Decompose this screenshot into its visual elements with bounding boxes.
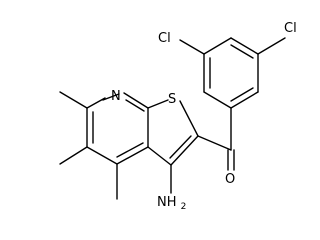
atom-o: O bbox=[225, 172, 235, 187]
atom-cl-top: Cl bbox=[284, 21, 297, 36]
chemical-structure: N S O Cl Cl NH 2 bbox=[59, 21, 297, 212]
bond-ar4-ar5-inner bbox=[230, 44, 254, 59]
bond-ar2-cl bbox=[179, 39, 205, 55]
bond-c2-c3-inner bbox=[169, 135, 192, 159]
bond-ar6-ar1 bbox=[230, 91, 259, 109]
atom-n: N bbox=[111, 89, 121, 104]
bond-c2-c3 bbox=[170, 135, 199, 166]
bond-c6-methyl bbox=[59, 91, 88, 109]
bond-ar4-cl bbox=[257, 37, 286, 55]
atom-nh2: NH 2 bbox=[157, 195, 186, 212]
atom-cl-mid: Cl bbox=[158, 31, 171, 46]
bond-c2-carbonyl bbox=[197, 135, 232, 151]
bond-c6-n-left bbox=[86, 97, 106, 109]
atom-s: S bbox=[168, 92, 176, 107]
bond-c5-methyl bbox=[59, 146, 88, 165]
structure-canvas: N S O Cl Cl NH 2 bbox=[59, 21, 297, 212]
bond-c3-c3a bbox=[147, 146, 172, 166]
bond-s-c2 bbox=[179, 100, 199, 137]
bond-c3a-c4 bbox=[116, 146, 149, 165]
bond-n-c7a-inner bbox=[125, 99, 145, 112]
bond-c7a-s bbox=[147, 99, 169, 109]
bond-ar4-ar5 bbox=[230, 37, 259, 55]
bond-ar1-ar2 bbox=[203, 91, 232, 109]
bond-c6-n bbox=[102, 93, 120, 101]
atom-nh2-main: NH bbox=[157, 195, 177, 210]
atom-nh2-sub: 2 bbox=[181, 202, 187, 212]
bond-ar6-ar1-inner bbox=[230, 87, 254, 102]
bond-n-c7a bbox=[123, 92, 149, 109]
bond-c3a-c4-inner bbox=[116, 142, 144, 158]
bond-c4-c5 bbox=[86, 146, 118, 165]
bond-ar3-ar4 bbox=[203, 37, 232, 55]
